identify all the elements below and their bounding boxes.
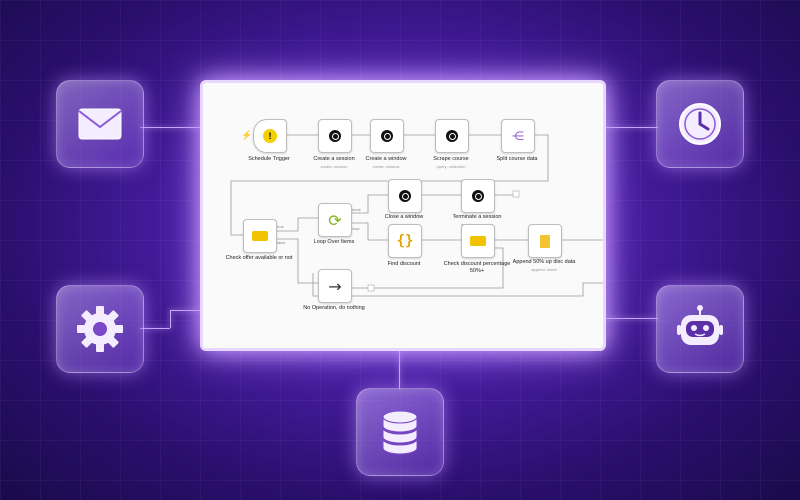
node-find-discount[interactable]: {} — [388, 224, 422, 258]
gear-tile[interactable] — [56, 285, 144, 373]
connector-line — [598, 127, 658, 128]
node-label: Create a window — [365, 156, 407, 162]
split-icon: ⋲ — [512, 129, 524, 143]
workflow-screen: ⚡ ! Schedule Trigger Create a session cr… — [200, 80, 606, 351]
node-scrape-course[interactable] — [435, 119, 469, 153]
node-no-op[interactable]: → — [318, 269, 352, 303]
workflow-connections — [230, 134, 603, 297]
robot-icon — [677, 305, 723, 345]
email-tile[interactable] — [56, 80, 144, 168]
connector-line — [399, 347, 400, 389]
node-create-window[interactable] — [370, 119, 404, 153]
connector-line — [170, 310, 202, 311]
sheet-icon — [540, 234, 550, 248]
database-tile[interactable] — [356, 388, 444, 476]
node-label: Terminate a session — [452, 214, 502, 220]
port-label: loop — [352, 226, 360, 231]
node-label: Scrape course — [433, 156, 469, 162]
port-label: true — [277, 224, 284, 229]
node-label: Create a session — [313, 156, 355, 162]
arrow-right-icon: → — [328, 276, 342, 296]
browser-icon — [446, 130, 458, 142]
node-sub: create: window — [372, 164, 400, 169]
browser-icon — [329, 130, 341, 142]
node-label: Check discount percentage 50%+ — [443, 261, 511, 274]
node-sub: append: sheet — [531, 267, 557, 272]
node-label: Append 50% up disc data — [512, 259, 576, 265]
node-close-window[interactable] — [388, 179, 422, 213]
envelope-icon — [78, 108, 122, 140]
connector-line — [140, 127, 202, 128]
node-append-data[interactable] — [528, 224, 562, 258]
if-icon — [252, 231, 268, 241]
node-sub: query: collection — [436, 164, 466, 169]
node-sub: create: session — [320, 164, 348, 169]
code-icon: {} — [396, 233, 414, 249]
connector-line — [140, 328, 170, 329]
node-label: Loop Over Items — [313, 239, 355, 245]
exclamation-icon: ! — [263, 129, 277, 143]
node-terminate-session[interactable] — [461, 179, 495, 213]
clock-tile[interactable] — [656, 80, 744, 168]
port-label: false — [277, 240, 286, 245]
robot-tile[interactable] — [656, 285, 744, 373]
node-label: Close a window — [384, 214, 424, 220]
gear-icon — [77, 306, 123, 352]
node-schedule-trigger[interactable]: ! — [253, 119, 287, 153]
browser-icon — [472, 190, 484, 202]
node-split-course[interactable]: ⋲ — [501, 119, 535, 153]
port-label: done — [352, 207, 361, 212]
browser-icon — [381, 130, 393, 142]
connector-line — [170, 310, 171, 328]
connector-line — [598, 318, 658, 319]
clock-icon — [679, 103, 721, 145]
browser-icon — [399, 190, 411, 202]
node-check-offer[interactable] — [243, 219, 277, 253]
trigger-bolt-icon: ⚡ — [241, 130, 253, 140]
node-loop-items[interactable]: ⟳ — [318, 203, 352, 237]
node-check-discount[interactable] — [461, 224, 495, 258]
node-label: Schedule Trigger — [248, 156, 290, 162]
node-label: Find discount — [387, 261, 421, 267]
node-label: Check offer available or not — [225, 255, 293, 261]
node-create-session[interactable] — [318, 119, 352, 153]
node-label: Split course data — [496, 156, 538, 162]
database-icon — [382, 410, 418, 455]
if-icon — [470, 236, 486, 246]
loop-icon: ⟳ — [328, 210, 342, 230]
node-label: No Operation, do nothing — [303, 305, 365, 311]
